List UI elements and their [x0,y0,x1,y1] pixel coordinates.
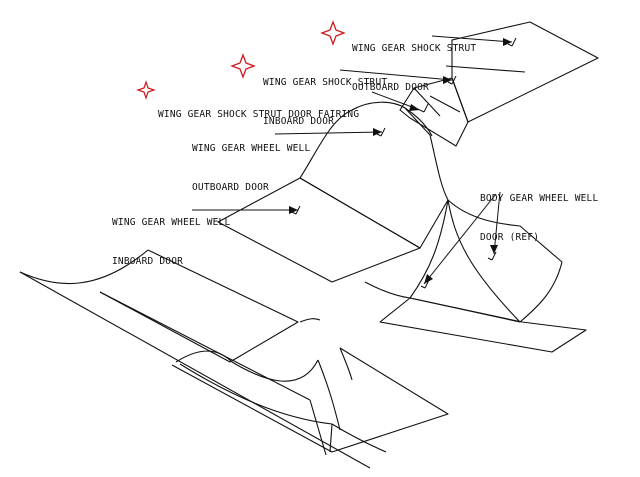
label-line: BODY GEAR WHEEL WELL [480,193,599,204]
label-line: INBOARD DOOR [112,256,184,267]
red-star-marker-icon [230,53,256,79]
red-star-marker-icon [136,80,156,100]
label-line: INBOARD DOOR [263,116,335,127]
label-line: WING GEAR WHEEL WELL [192,143,311,154]
wheel-well-inboard-door-panel [217,177,421,283]
shock-strut-outboard-door-label: WING GEAR SHOCK STRUT OUTBOARD DOOR [352,16,476,107]
wheel-well-outboard-door-label: WING GEAR WHEEL WELL OUTBOARD DOOR [192,116,310,207]
label-line: OUTBOARD DOOR [352,82,429,93]
body-gear-wheel-well-door-panel [364,199,587,353]
label-line: OUTBOARD DOOR [192,182,269,193]
wheel-well-outboard-door-panel [299,101,449,249]
lower-fuselage-structure [19,249,449,469]
label-line: WING GEAR WHEEL WELL [112,217,231,228]
wheel-well-inboard-door-label: WING GEAR WHEEL WELL INBOARD DOOR [112,190,230,281]
body-gear-wheel-well-door-label: BODY GEAR WHEEL WELL DOOR (REF) [480,166,598,257]
shock-strut-inboard-door-label: WING GEAR SHOCK STRUT INBOARD DOOR [263,50,387,141]
shock-strut-outboard-door-panel [445,21,599,123]
label-line: DOOR (REF) [480,232,540,243]
shock-strut-inboard-door-panel [399,77,469,147]
leader-lines [192,35,513,285]
red-star-marker-icon [320,20,346,46]
shock-strut-door-fairing-label: WING GEAR SHOCK STRUT DOOR FAIRING [158,82,359,134]
label-line: WING GEAR SHOCK STRUT [352,43,477,54]
label-line: WING GEAR SHOCK STRUT DOOR FAIRING [158,109,360,120]
label-line: WING GEAR SHOCK STRUT [263,77,388,88]
